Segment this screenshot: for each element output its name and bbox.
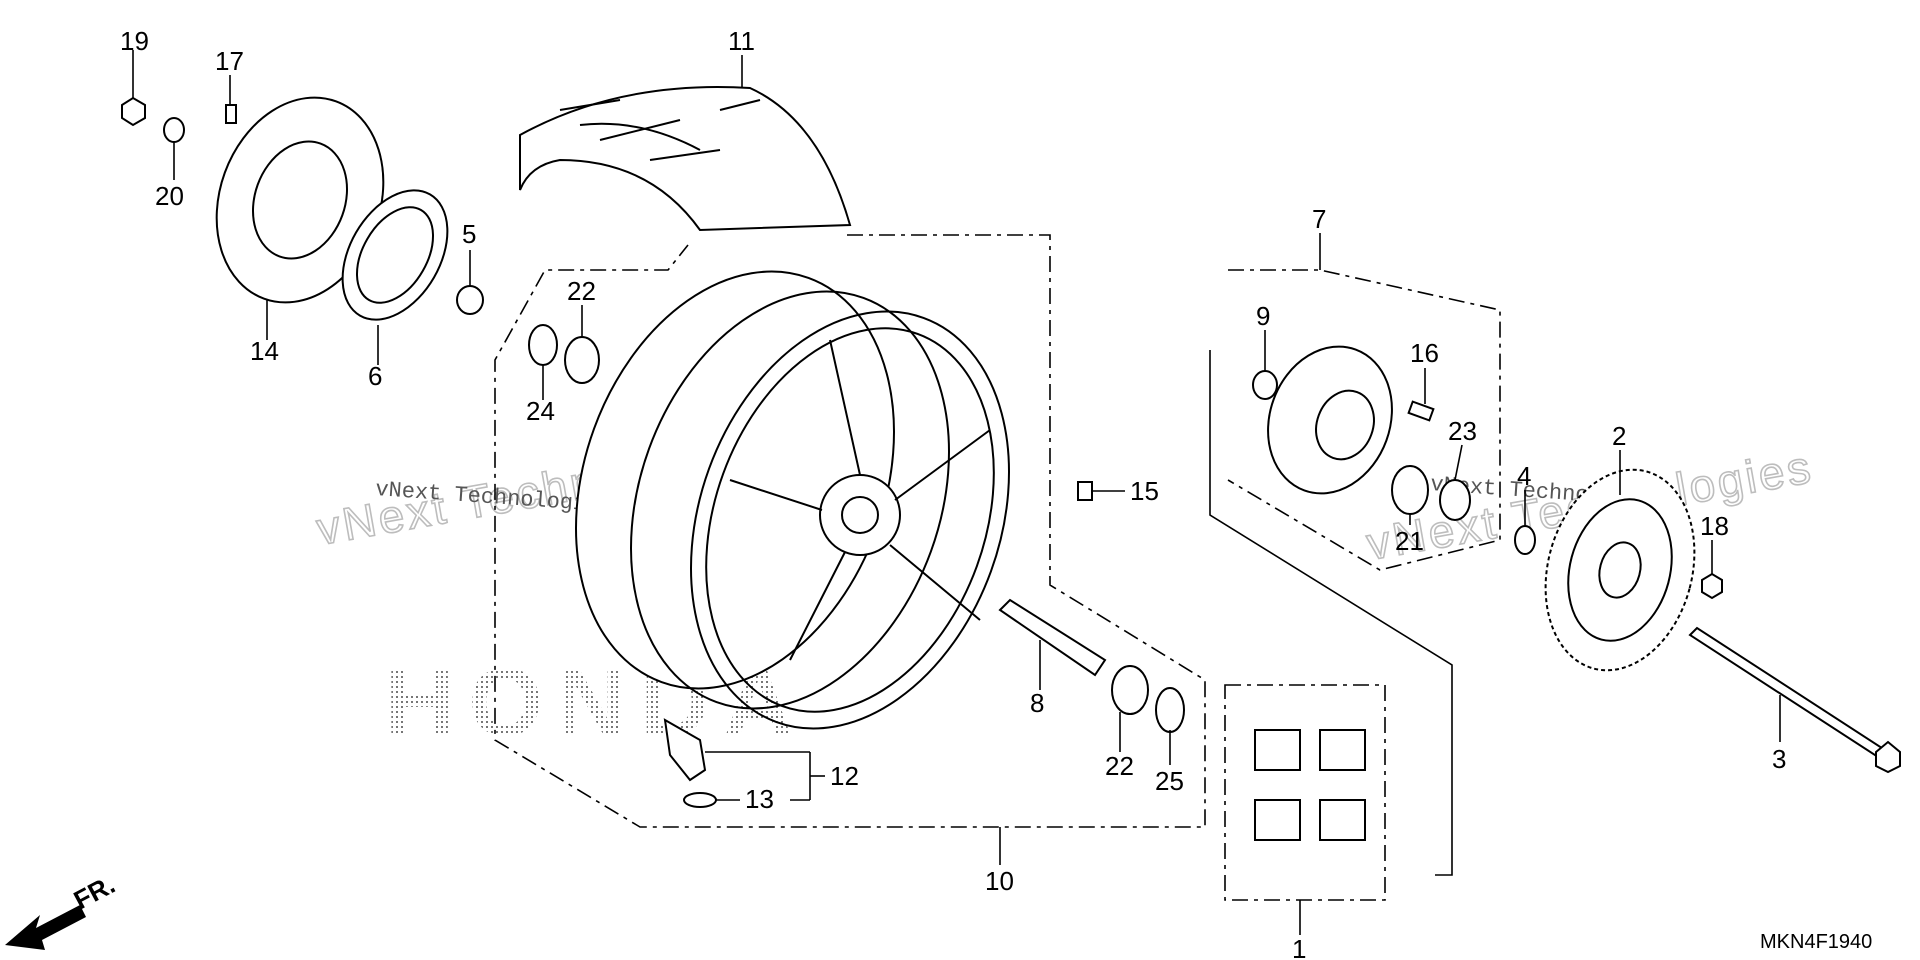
callout-19: 19 <box>120 26 149 56</box>
bearing-22b-part <box>1111 665 1149 715</box>
group-outline-flange-leader <box>1209 350 1453 876</box>
group-outline-flange <box>1227 269 1501 571</box>
tire-part <box>519 85 852 232</box>
callout-22a: 22 <box>567 276 596 306</box>
callout-6: 6 <box>368 361 382 391</box>
oring-25-part <box>1155 687 1185 733</box>
callout-24: 24 <box>526 396 555 426</box>
callout-20: 20 <box>155 181 184 211</box>
stud-16-part <box>1407 400 1435 422</box>
collar-5-part <box>456 285 484 315</box>
cover-part <box>341 189 449 321</box>
callout-17: 17 <box>215 46 244 76</box>
collar-15-part <box>1077 481 1093 501</box>
callout-15: 15 <box>1130 476 1159 506</box>
nut-18-part <box>1701 572 1723 600</box>
callout-1: 1 <box>1292 934 1306 960</box>
callout-10: 10 <box>985 866 1014 896</box>
washer-13-part <box>683 792 717 808</box>
diagram-code: MKN4F1940 <box>1760 931 1872 953</box>
bearing-22a-part <box>564 336 600 384</box>
axle-part <box>1688 626 1901 774</box>
seal-24-part <box>528 324 558 366</box>
callout-9: 9 <box>1256 301 1270 331</box>
callout-7: 7 <box>1312 204 1326 234</box>
callout-12: 12 <box>830 761 859 791</box>
callout-21: 21 <box>1395 526 1424 556</box>
valve-12-part <box>663 718 707 782</box>
callout-13: 13 <box>745 784 774 814</box>
nut-19-part <box>121 96 146 127</box>
callout-2: 2 <box>1612 421 1626 451</box>
group-outline-damper <box>1224 684 1386 901</box>
nut-4-part <box>1514 525 1536 555</box>
callout-25: 25 <box>1155 766 1184 796</box>
callout-16: 16 <box>1410 338 1439 368</box>
callout-11: 11 <box>728 26 755 56</box>
callout-5: 5 <box>462 219 476 249</box>
callout-22b: 22 <box>1105 751 1134 781</box>
washer-20-part <box>163 117 185 143</box>
callout-23: 23 <box>1448 416 1477 446</box>
leader-lines <box>132 50 1781 935</box>
callout-14: 14 <box>250 336 279 366</box>
group-outline-wheel <box>494 234 1206 828</box>
callout-3: 3 <box>1772 744 1786 774</box>
callout-8: 8 <box>1030 688 1044 718</box>
seal-23-part <box>1439 479 1471 521</box>
collar-9-part <box>1252 370 1278 400</box>
flange-part <box>1267 345 1393 495</box>
callout-4: 4 <box>1517 461 1531 491</box>
wheel-part <box>575 270 1010 730</box>
bolt-17-part <box>225 104 237 124</box>
collar-8-part <box>998 598 1107 677</box>
damper-part <box>1254 729 1366 841</box>
callout-18: 18 <box>1700 511 1729 541</box>
sprocket-part <box>1544 468 1696 672</box>
front-direction-arrow <box>5 905 86 950</box>
bearing-21-part <box>1391 465 1429 515</box>
